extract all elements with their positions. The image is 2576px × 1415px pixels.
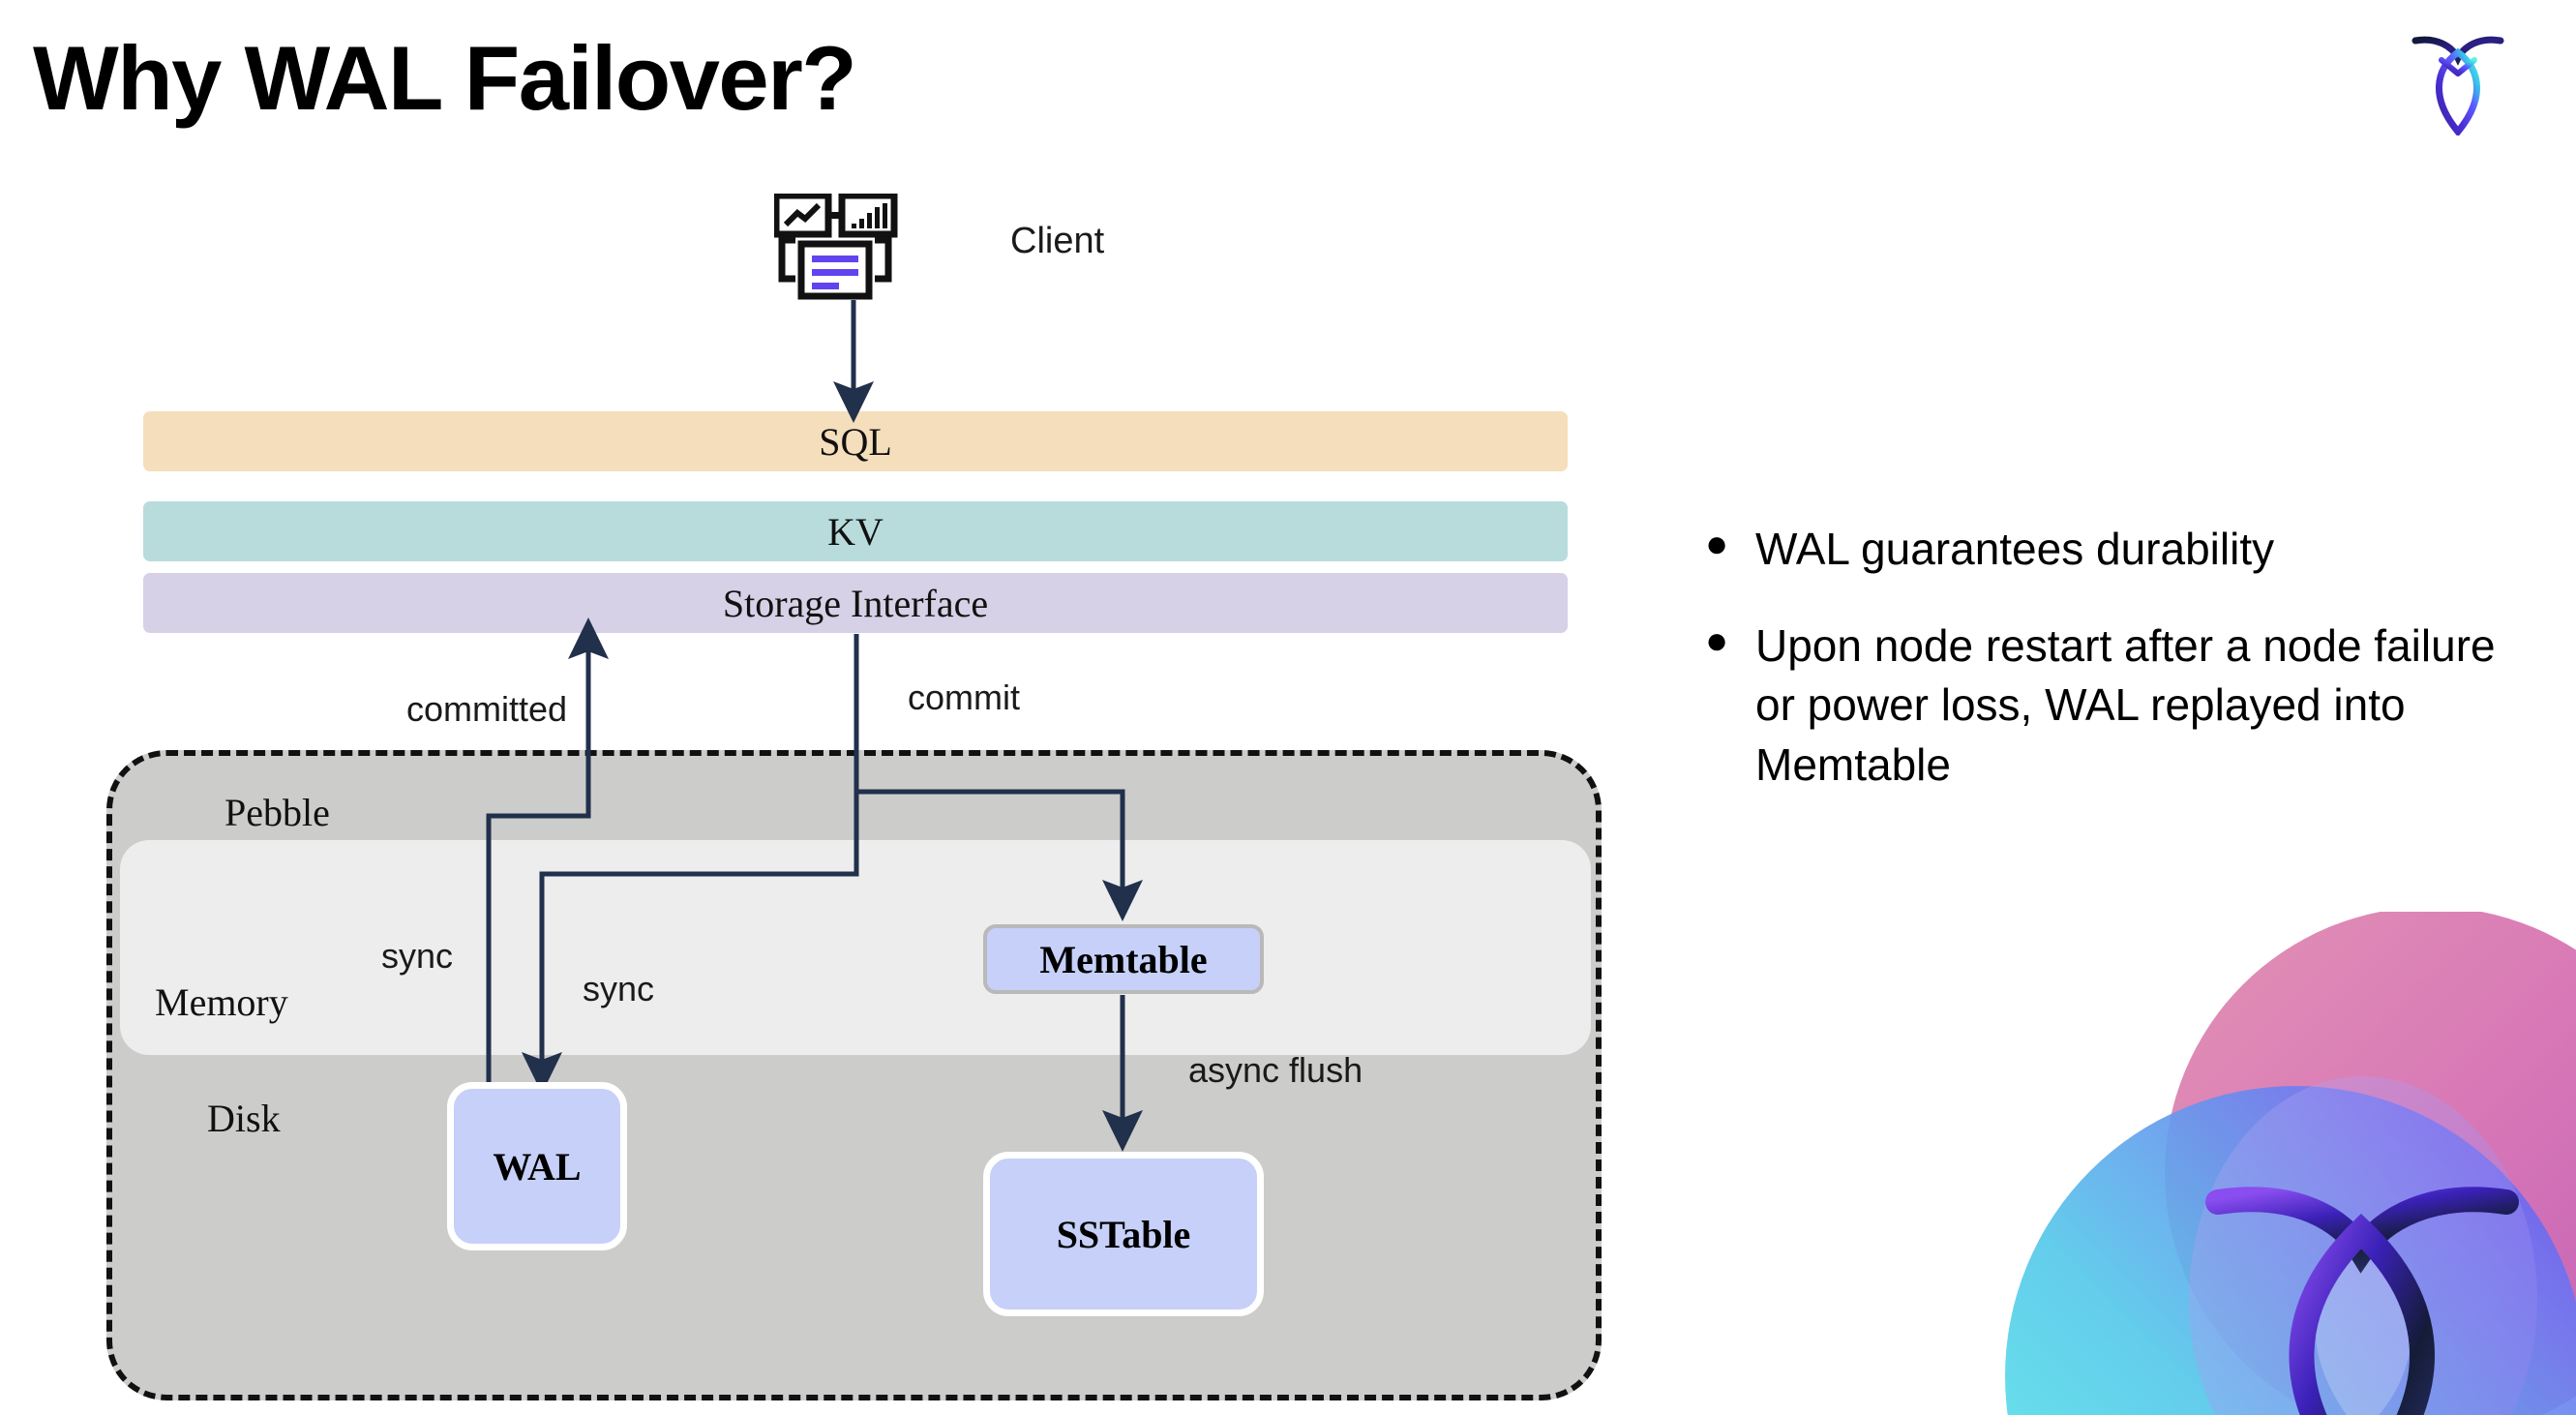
edge-label-committed: committed xyxy=(406,689,568,729)
bullet-marker-icon: ● xyxy=(1705,523,1729,565)
cockroachdb-decorative-circles-icon xyxy=(1976,912,2576,1415)
node-memtable: Memtable xyxy=(983,924,1264,994)
memory-region xyxy=(120,840,1591,1055)
page-title: Why WAL Failover? xyxy=(33,27,857,129)
cockroachdb-logo-icon xyxy=(2410,27,2506,137)
layer-bar-kv: KV xyxy=(143,501,1568,561)
layer-bar-sql: SQL xyxy=(143,411,1568,471)
node-sstable: SSTable xyxy=(983,1152,1264,1316)
edge-label-sync-1: sync xyxy=(381,936,454,976)
memory-label: Memory xyxy=(155,980,288,1024)
client-label: Client xyxy=(1010,221,1105,261)
bullet-text: Upon node restart after a node failure o… xyxy=(1755,619,2496,790)
edge-label-async-flush: async flush xyxy=(1188,1050,1363,1090)
layer-bar-kv-label: KV xyxy=(827,509,884,554)
layer-bar-storage-interface: Storage Interface xyxy=(143,573,1568,633)
bullet-marker-icon: ● xyxy=(1705,618,1729,662)
node-wal-label: WAL xyxy=(493,1144,582,1189)
edge-label-sync-2: sync xyxy=(583,969,655,1009)
list-item: ● WAL guarantees durability xyxy=(1705,520,2499,580)
client-dashboard-icon xyxy=(772,192,929,310)
disk-label: Disk xyxy=(207,1097,281,1140)
node-memtable-label: Memtable xyxy=(1039,937,1208,981)
bullet-text: WAL guarantees durability xyxy=(1755,524,2275,574)
layer-bar-sql-label: SQL xyxy=(819,419,892,464)
node-wal: WAL xyxy=(447,1082,627,1250)
edge-label-commit: commit xyxy=(908,677,1020,717)
pebble-label: Pebble xyxy=(225,791,330,834)
node-sstable-label: SSTable xyxy=(1056,1212,1191,1256)
bullet-list: ● WAL guarantees durability ● Upon node … xyxy=(1705,520,2499,832)
list-item: ● Upon node restart after a node failure… xyxy=(1705,617,2499,796)
layer-bar-storage-interface-label: Storage Interface xyxy=(722,581,989,625)
